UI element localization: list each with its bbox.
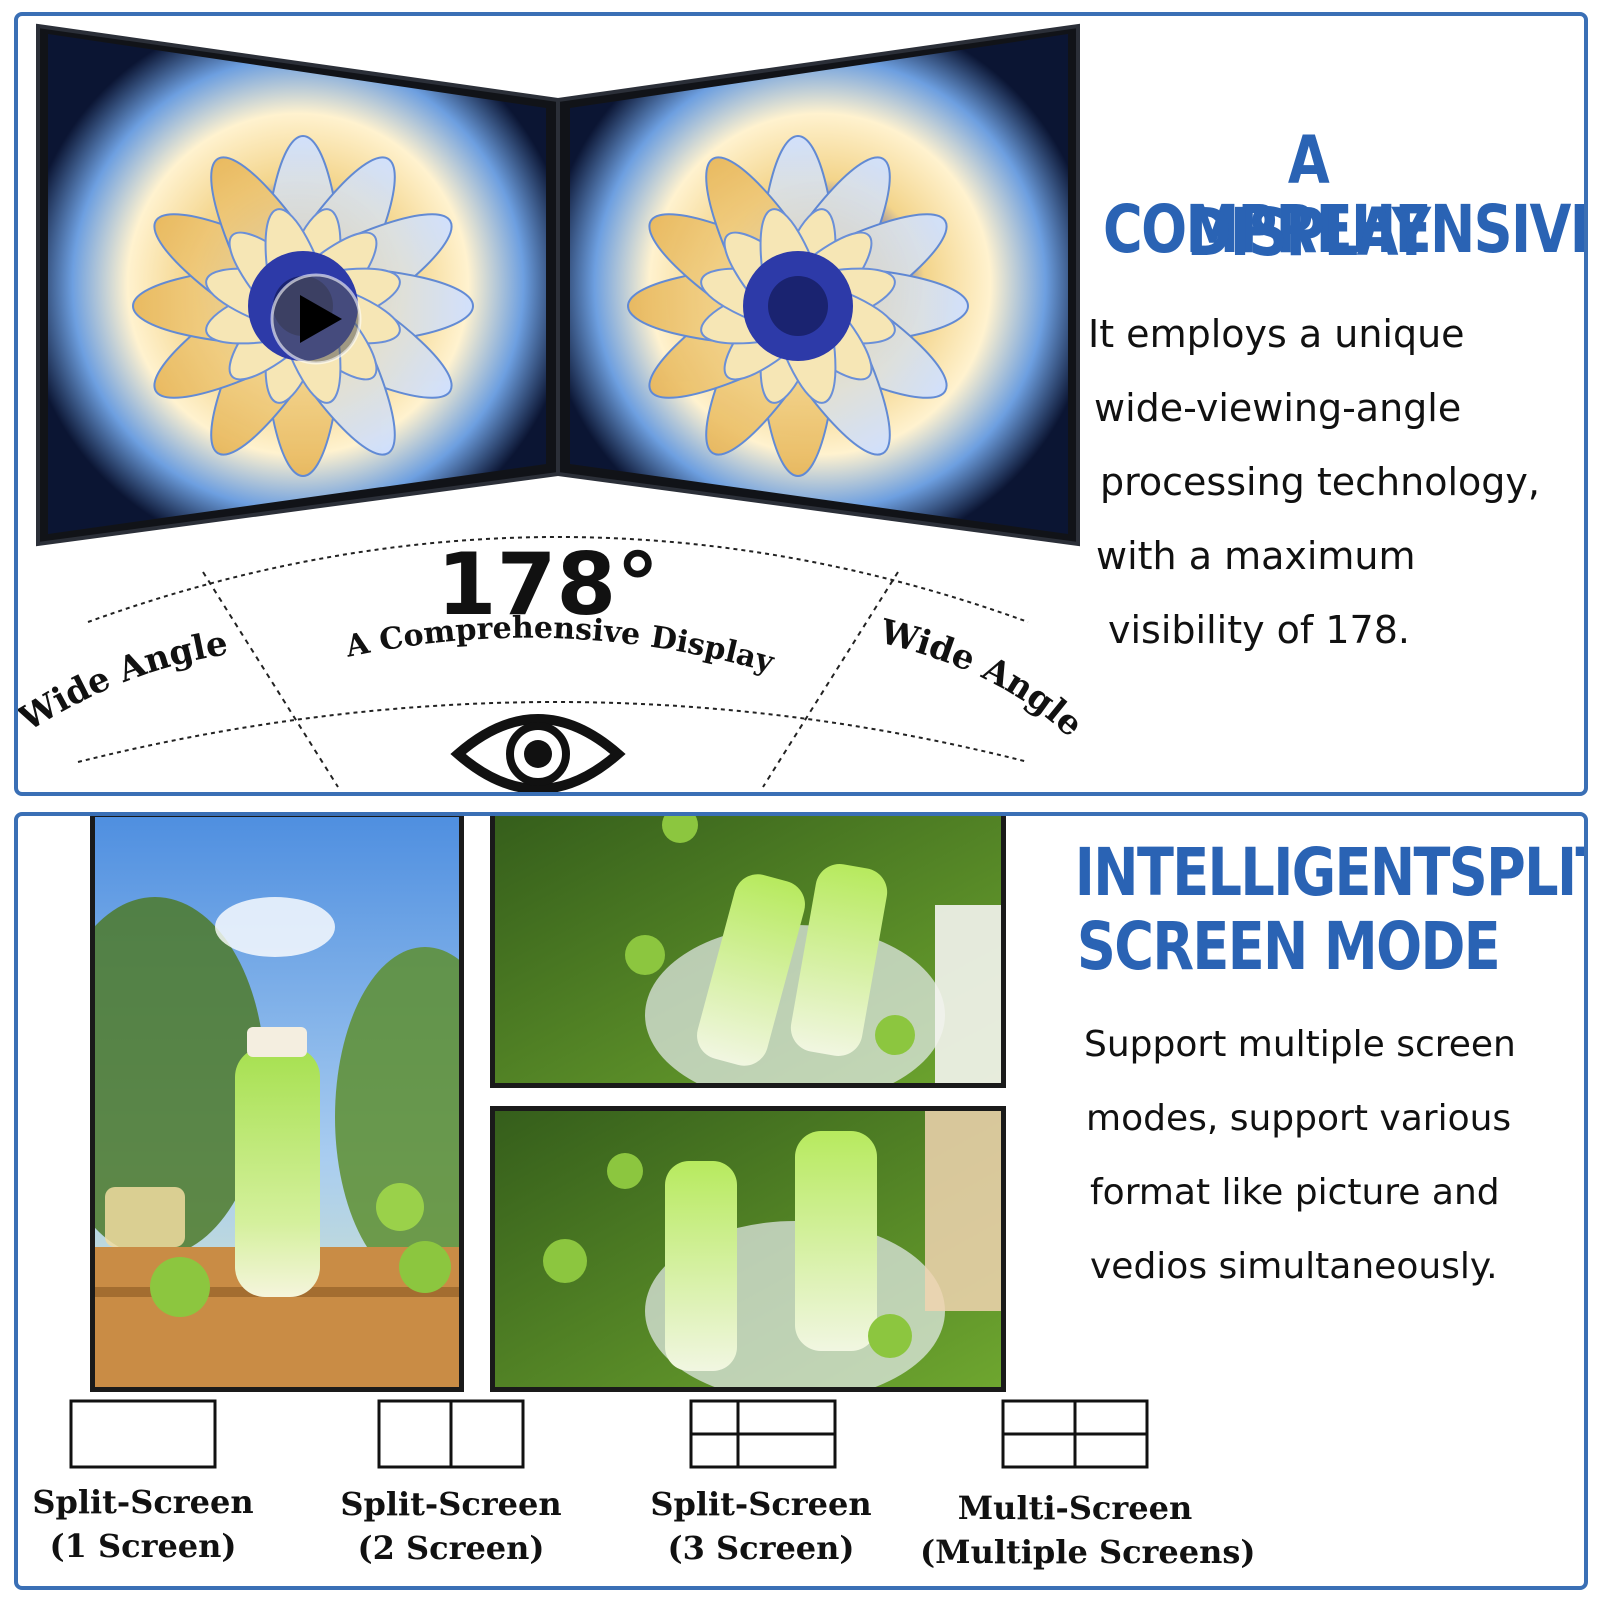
multi-screen-icon	[1001, 1399, 1149, 1469]
angle-value: 178°	[437, 535, 660, 635]
juice-photo-bottom	[490, 1106, 1006, 1392]
juice-photo-top	[490, 816, 1006, 1088]
svg-text:Wide Angle: Wide Angle	[18, 623, 231, 740]
mode-3-label: Split-Screen (3 Screen)	[646, 1482, 876, 1570]
mode-3-line2: (3 Screen)	[667, 1529, 855, 1567]
bottom-body-line-3: format like picture and	[1090, 1172, 1500, 1213]
mode-2-label: Split-Screen (2 Screen)	[336, 1482, 566, 1570]
top-body-line-4: with a maximum	[1096, 534, 1416, 578]
mode-1-line1: Split-Screen	[32, 1483, 254, 1521]
bottom-heading-line2: SCREEN MODE	[1076, 908, 1501, 985]
mode-1-line2: (1 Screen)	[49, 1527, 237, 1565]
mode-2-line1: Split-Screen	[340, 1485, 562, 1523]
arc-right-label: Wide Angle	[875, 612, 1091, 745]
split-screen-panel: INTELLIGENTSPLIT- SCREEN MODE Support mu…	[14, 812, 1588, 1590]
top-body-line-1: It employs a unique	[1088, 312, 1465, 356]
mode-4-line2: (Multiple Screens)	[920, 1533, 1256, 1571]
dual-monitor-illustration	[36, 23, 1080, 547]
mode-4-label: Multi-Screen (Multiple Screens)	[920, 1486, 1256, 1574]
juice-photo-tall	[90, 816, 464, 1392]
bottom-body-line-4: vedios simultaneously.	[1090, 1246, 1498, 1287]
arc-left-label: Wide Angle	[18, 623, 231, 740]
mode-3-line1: Split-Screen	[650, 1485, 872, 1523]
split-2-icon	[377, 1399, 525, 1469]
split-3-icon	[689, 1399, 837, 1469]
play-icon[interactable]	[270, 273, 362, 365]
bottom-body-line-1: Support multiple screen	[1084, 1024, 1516, 1065]
top-heading-line2: DISPLAY	[1186, 194, 1431, 271]
top-body-line-2: wide-viewing-angle	[1094, 386, 1462, 430]
wide-angle-panel: Wide Angle A Comprehensive Display Wide …	[14, 12, 1588, 796]
mode-2-line2: (2 Screen)	[357, 1529, 545, 1567]
top-heading-line1: A COMPREHENSIVE	[1103, 122, 1588, 269]
mode-1-label: Split-Screen (1 Screen)	[28, 1480, 258, 1568]
viewing-angle-diagram: Wide Angle A Comprehensive Display Wide …	[18, 535, 1091, 792]
mode-4-line1: Multi-Screen	[957, 1489, 1193, 1527]
top-body-line-5: visibility of 178.	[1108, 608, 1410, 652]
bottom-body-line-2: modes, support various	[1086, 1098, 1512, 1139]
eye-icon	[450, 714, 626, 792]
split-1-icon	[69, 1399, 217, 1469]
top-body-line-3: processing technology,	[1100, 460, 1540, 504]
svg-text:Wide Angle: Wide Angle	[875, 612, 1091, 745]
bottom-heading-line1: INTELLIGENTSPLIT-	[1074, 834, 1588, 911]
